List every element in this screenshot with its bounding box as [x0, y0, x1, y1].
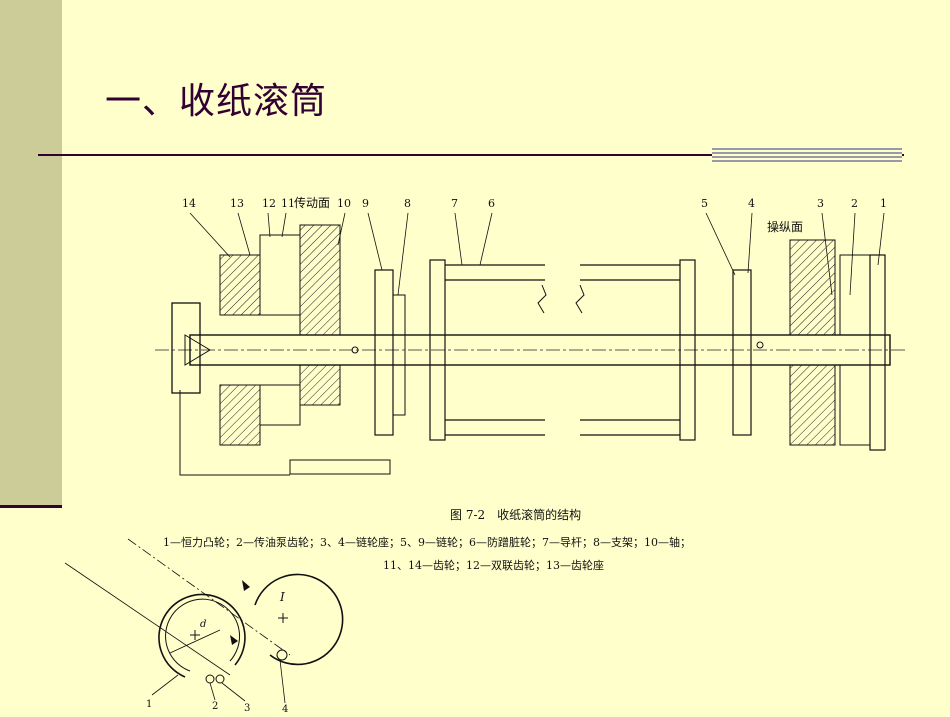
callout-14: 14 — [182, 197, 196, 210]
cylinder-cross-section-diagram: I d 1 2 3 4 — [60, 535, 350, 715]
callout-1: 1 — [880, 197, 887, 210]
diagram-label-I: I — [279, 590, 285, 604]
callout-13: 13 — [230, 197, 244, 210]
callout-11: 11 — [281, 197, 295, 210]
delivery-cylinder-structure-drawing: 14 13 12 11 传动面 10 9 8 7 6 5 4 3 2 1 操纵面 — [150, 185, 910, 490]
figure-caption-legend-line-2: 11、14—齿轮；12—双联齿轮；13—齿轮座 — [383, 559, 604, 572]
figure-caption-title: 图 7-2 收纸滚筒的结构 — [450, 508, 582, 522]
callout-9: 9 — [362, 197, 369, 210]
callout-operator-side: 操纵面 — [767, 219, 803, 234]
band-bottom-line — [0, 505, 62, 508]
callout-7: 7 — [451, 197, 458, 210]
diagram-label-2: 2 — [212, 701, 218, 712]
callout-5: 5 — [701, 197, 708, 210]
callout-8: 8 — [404, 197, 411, 210]
callout-6: 6 — [488, 197, 495, 210]
title-underline — [38, 154, 904, 156]
callout-10: 10 — [337, 197, 351, 210]
figure-caption-legend-line-1: 1—恒力凸轮；2—传油泵齿轮；3、4—链轮座；5、9—链轮；6—防蹭脏轮；7—导… — [163, 536, 691, 549]
title-underline-accent — [712, 148, 902, 164]
callout-3: 3 — [817, 197, 824, 210]
left-decorative-band — [0, 0, 62, 508]
callout-drive-side: 传动面 — [294, 195, 330, 210]
diagram-label-1: 1 — [146, 699, 152, 710]
diagram-label-3: 3 — [244, 703, 250, 713]
callout-2: 2 — [851, 197, 858, 210]
callout-12: 12 — [262, 197, 276, 210]
callout-4: 4 — [748, 197, 755, 210]
diagram-label-d: d — [200, 619, 206, 630]
diagram-label-4: 4 — [282, 704, 288, 713]
slide-title: 一、收纸滚筒 — [105, 81, 328, 122]
